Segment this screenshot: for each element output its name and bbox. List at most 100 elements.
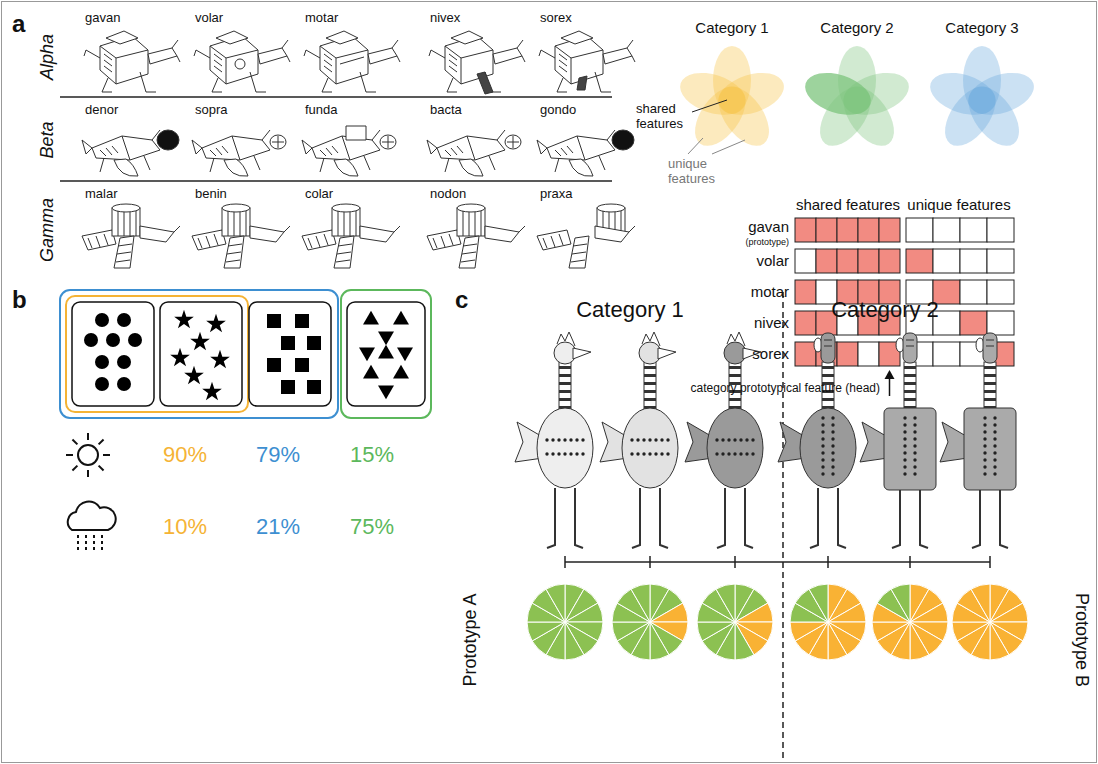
stimulus-drawing bbox=[368, 48, 397, 64]
stimulus-card bbox=[393, 311, 409, 325]
creature-drawing bbox=[913, 437, 916, 440]
creature-drawing bbox=[575, 452, 578, 455]
creature-drawing bbox=[904, 398, 916, 401]
creature-drawing bbox=[983, 437, 986, 440]
feature-cell bbox=[960, 218, 987, 242]
stimulus-card bbox=[106, 333, 120, 347]
item-name: benin bbox=[195, 187, 227, 202]
creature-drawing bbox=[745, 452, 748, 455]
proportion-pie bbox=[631, 584, 650, 622]
stimulus-drawing bbox=[340, 57, 364, 64]
creature-drawing bbox=[984, 390, 996, 393]
creature-drawing bbox=[983, 333, 997, 363]
creature-drawing bbox=[831, 444, 834, 447]
proportion-pie bbox=[527, 584, 603, 660]
item-name: gavan bbox=[85, 11, 120, 26]
stimulus-drawing bbox=[84, 50, 100, 58]
proportion-pie bbox=[790, 622, 828, 641]
stimulus-drawing bbox=[82, 140, 92, 154]
stimulus-drawing bbox=[224, 159, 248, 176]
morph-axis bbox=[565, 561, 990, 563]
stimulus-drawing bbox=[612, 130, 634, 150]
creature-drawing bbox=[622, 408, 678, 488]
stimulus-drawing bbox=[537, 230, 571, 250]
stimulus-card bbox=[184, 366, 204, 385]
row-name: nivex bbox=[754, 314, 789, 331]
creature-drawing bbox=[821, 444, 824, 447]
stimulus-card bbox=[397, 347, 413, 361]
stimulus-drawing bbox=[559, 54, 567, 72]
axis-end-label: Prototype A bbox=[460, 593, 481, 686]
row-name: sorex bbox=[752, 345, 789, 362]
category-title: Category 1 bbox=[695, 19, 768, 36]
stimulus-drawing bbox=[112, 204, 140, 212]
stimulus-drawing bbox=[216, 31, 248, 44]
creature-drawing bbox=[557, 452, 560, 455]
stimulus-card bbox=[347, 302, 425, 406]
creature-drawing bbox=[983, 465, 986, 468]
category-flower bbox=[675, 65, 751, 122]
creature-drawing bbox=[644, 382, 656, 385]
creature-drawing bbox=[913, 458, 916, 461]
stimulus-drawing bbox=[106, 31, 138, 44]
stimulus-drawing bbox=[88, 234, 108, 248]
proportion-pie bbox=[790, 584, 866, 660]
stimulus-drawing bbox=[437, 136, 505, 160]
proportion-pie bbox=[910, 622, 929, 660]
feature-cell bbox=[837, 249, 858, 273]
stimulus-drawing bbox=[519, 226, 525, 232]
stimulus-drawing bbox=[284, 226, 290, 232]
probability-value: 90% bbox=[163, 442, 207, 467]
probability-value: 15% bbox=[350, 442, 394, 467]
creature-drawing bbox=[993, 465, 996, 468]
creature-drawing bbox=[993, 444, 996, 447]
creature-drawing bbox=[913, 451, 916, 454]
panel-letter: b bbox=[12, 286, 27, 314]
creature-drawing bbox=[993, 423, 996, 426]
creature-drawing bbox=[563, 452, 566, 455]
stimulus-drawing bbox=[210, 136, 240, 160]
creature-drawing bbox=[904, 362, 916, 412]
stimulus-drawing bbox=[459, 236, 479, 268]
creature-drawing bbox=[983, 458, 986, 461]
panel-letter: c bbox=[455, 286, 468, 314]
stimulus-drawing bbox=[304, 50, 320, 58]
item-name: colar bbox=[305, 187, 333, 202]
category-flower bbox=[925, 46, 1039, 155]
creature-drawing bbox=[559, 362, 571, 412]
stimulus-drawing bbox=[194, 31, 290, 92]
creature-drawing bbox=[984, 374, 996, 377]
creature-drawing bbox=[630, 452, 633, 455]
axis-tick bbox=[827, 556, 829, 568]
creature-drawing bbox=[821, 423, 824, 426]
feature-cell bbox=[960, 249, 987, 273]
row-name: volar bbox=[756, 252, 789, 269]
axis-tick bbox=[564, 556, 566, 568]
sun-icon bbox=[103, 454, 110, 456]
stimulus-drawing bbox=[114, 236, 134, 268]
feature-cell bbox=[879, 249, 900, 273]
creature-drawing bbox=[559, 366, 571, 369]
proportion-pie bbox=[697, 584, 773, 660]
creature-drawing bbox=[727, 438, 730, 441]
feature-cell bbox=[987, 249, 1014, 273]
feature-cell bbox=[837, 342, 858, 366]
stimulus-drawing bbox=[282, 40, 290, 62]
stimulus-drawing bbox=[148, 48, 177, 64]
stimulus-drawing bbox=[629, 226, 635, 232]
creature-drawing bbox=[660, 438, 663, 441]
row-label: Gamma bbox=[37, 198, 58, 262]
sun-icon bbox=[78, 445, 98, 465]
creature-drawing bbox=[821, 437, 824, 440]
stimulus-drawing bbox=[114, 159, 138, 176]
proportion-pie bbox=[697, 622, 735, 641]
stimulus-card bbox=[249, 302, 331, 406]
feature-cell bbox=[960, 311, 987, 335]
row-name: gavan bbox=[748, 218, 789, 235]
stimulus-drawing bbox=[100, 36, 148, 84]
creature-drawing bbox=[821, 465, 824, 468]
creature-drawing bbox=[721, 438, 724, 441]
stimulus-drawing bbox=[537, 130, 634, 176]
proportion-pie bbox=[716, 584, 735, 622]
stimulus-drawing bbox=[250, 226, 284, 242]
